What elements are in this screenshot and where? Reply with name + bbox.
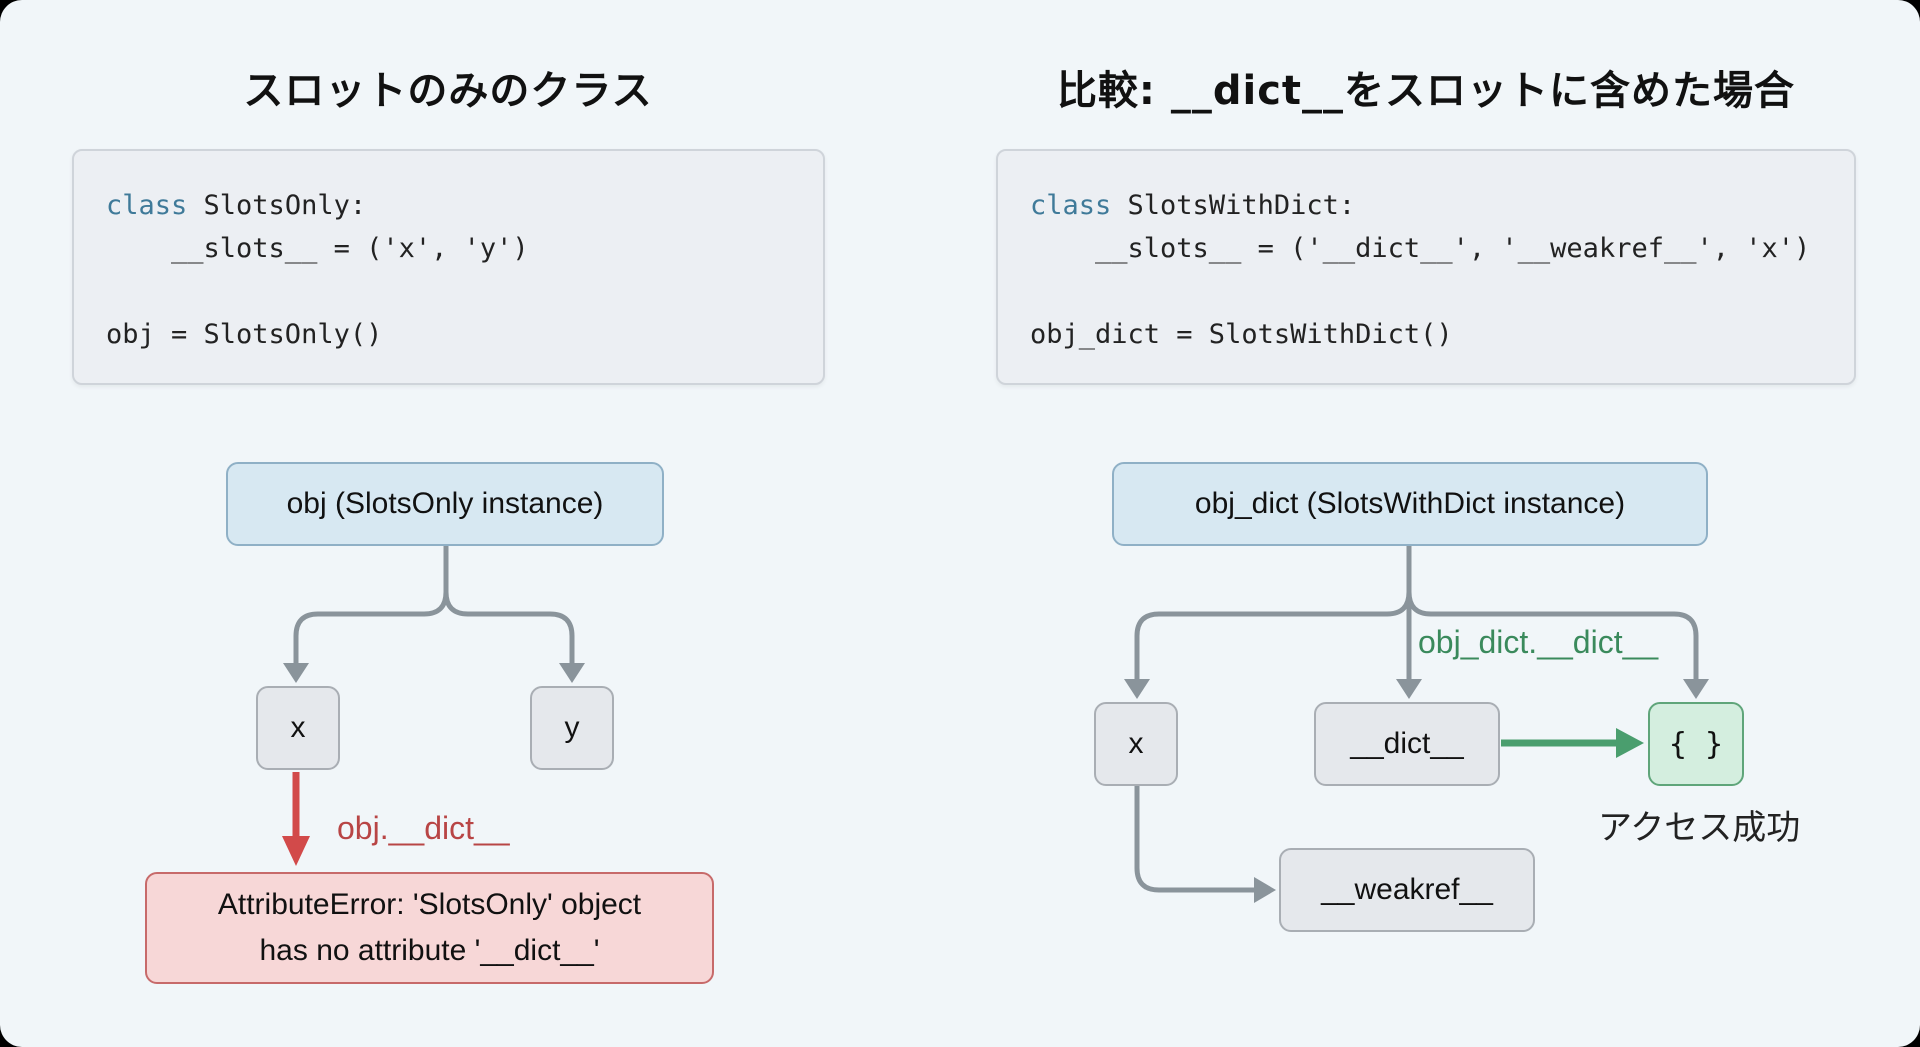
slot-x-label: x (1128, 727, 1144, 760)
error-line-1: AttributeError: 'SlotsOnly' object (217, 888, 642, 921)
code-text: SlotsWithDict: (1111, 190, 1356, 221)
slot-x-label: x (290, 711, 306, 744)
right-panel-title: 比較: __dict__をスロットに含めた場合 (1056, 68, 1796, 114)
right-instance-node: obj_dict (SlotsWithDict instance) (1112, 462, 1708, 546)
code-keyword: class (1030, 190, 1112, 221)
code-keyword: class (106, 190, 188, 221)
right-access-label: obj_dict.__dict__ (1418, 624, 1659, 660)
arrowhead-down-icon (283, 663, 309, 683)
connector-instance-to-x (293, 546, 449, 664)
left-code-block: class SlotsOnly: __slots__ = ('x', 'y') … (72, 149, 825, 385)
slot-weakref-label: __weakref__ (1321, 873, 1493, 906)
connector-x-to-weakref (1134, 786, 1256, 893)
left-instance-node: obj (SlotsOnly instance) (226, 462, 664, 546)
right-slot-weakref-node: __weakref__ (1279, 848, 1535, 932)
success-label: アクセス成功 (1598, 808, 1801, 848)
left-slot-y-node: y (530, 686, 614, 770)
arrowhead-down-icon (1124, 679, 1150, 699)
left-slot-x-node: x (256, 686, 340, 770)
connector-instance-to-x (1134, 546, 1412, 680)
error-line-2: has no attribute '__dict__' (259, 934, 600, 967)
left-instance-label: obj (SlotsOnly instance) (286, 487, 604, 520)
right-code-block: class SlotsWithDict: __slots__ = ('__dic… (996, 149, 1856, 385)
arrowhead-down-icon (559, 663, 585, 683)
empty-dict-icon: { } (1668, 726, 1724, 762)
connector-instance-to-dict-value (1406, 546, 1699, 680)
slot-y-label: y (564, 711, 580, 744)
left-connectors (282, 546, 585, 866)
slot-dict-label: __dict__ (1350, 727, 1464, 760)
error-arrowhead-icon (282, 836, 310, 866)
right-instance-label: obj_dict (SlotsWithDict instance) (1194, 487, 1626, 520)
dict-value-node: { } (1648, 702, 1744, 786)
code-line: obj_dict = SlotsWithDict() (1030, 319, 1453, 350)
connector-instance-to-y (443, 546, 575, 664)
right-connectors (1124, 546, 1709, 903)
left-panel-title: スロットのみのクラス (243, 68, 653, 114)
arrowhead-down-icon (1396, 679, 1422, 699)
code-text: SlotsOnly: (187, 190, 367, 221)
success-arrowhead-icon (1616, 728, 1644, 758)
code-line: obj = SlotsOnly() (106, 319, 383, 350)
code-line: __slots__ = ('__dict__', '__weakref__', … (1030, 233, 1811, 264)
code-line: class SlotsOnly: (106, 184, 823, 227)
attribute-error-node: AttributeError: 'SlotsOnly' object has n… (145, 872, 714, 984)
right-slot-dict-node: __dict__ (1314, 702, 1500, 786)
code-line: class SlotsWithDict: (1030, 184, 1854, 227)
code-line: __slots__ = ('x', 'y') (106, 233, 529, 264)
arrowhead-down-icon (1683, 679, 1709, 699)
left-access-label: obj.__dict__ (337, 810, 510, 846)
right-slot-x-node: x (1094, 702, 1178, 786)
arrowhead-right-icon (1254, 877, 1276, 903)
